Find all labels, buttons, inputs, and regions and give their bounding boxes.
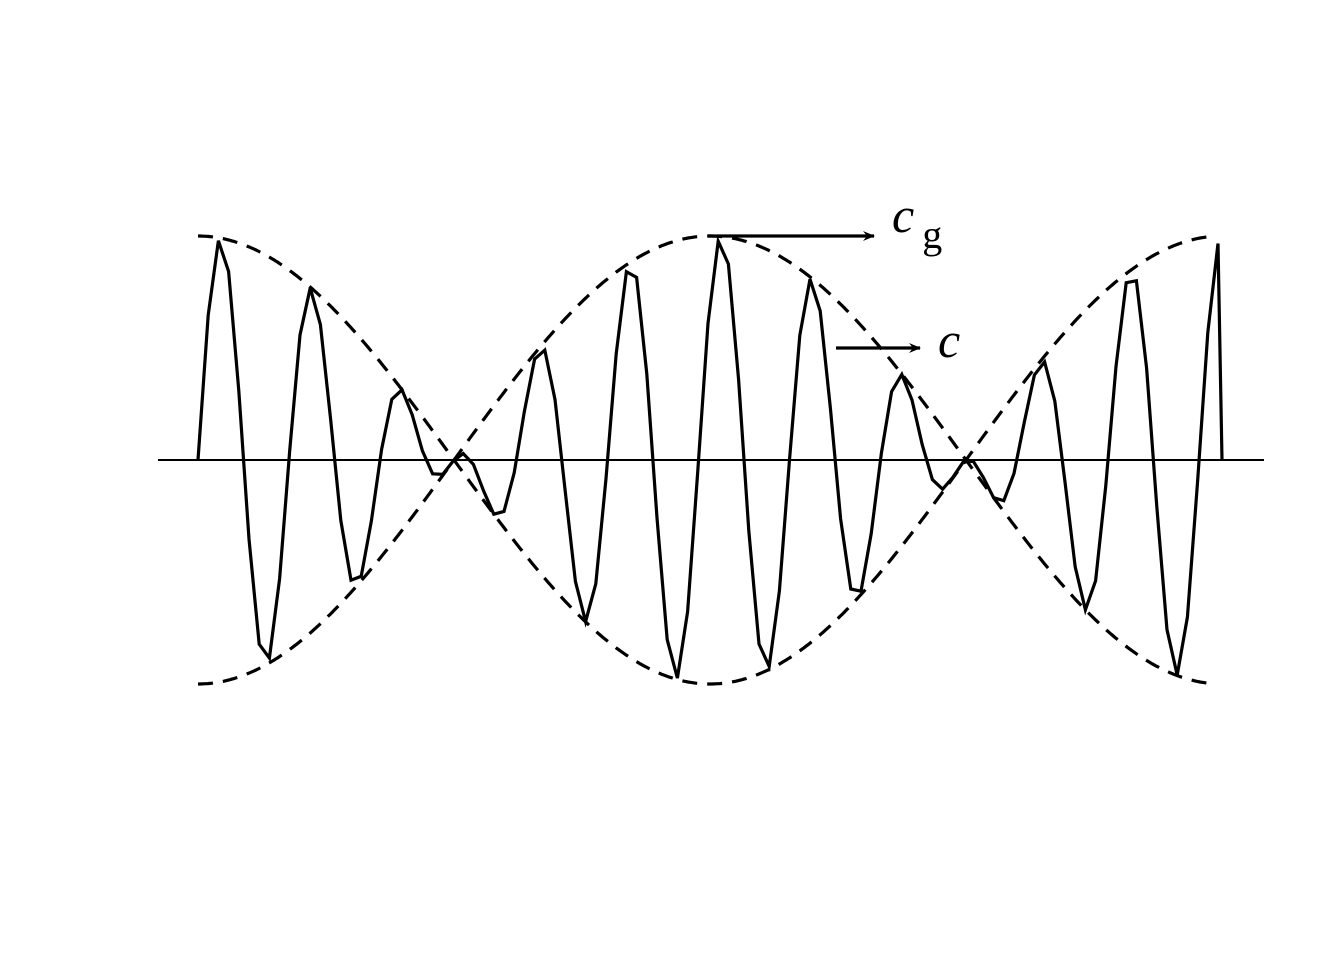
envelope-upper-dashed bbox=[198, 234, 1209, 686]
carrier-wave-solid bbox=[196, 235, 1224, 679]
phase-velocity-label: c bbox=[938, 312, 960, 368]
group-velocity-subscript: g bbox=[922, 212, 942, 257]
group-velocity-symbol: c bbox=[892, 187, 914, 243]
envelope-lower-dashed bbox=[198, 234, 1209, 686]
